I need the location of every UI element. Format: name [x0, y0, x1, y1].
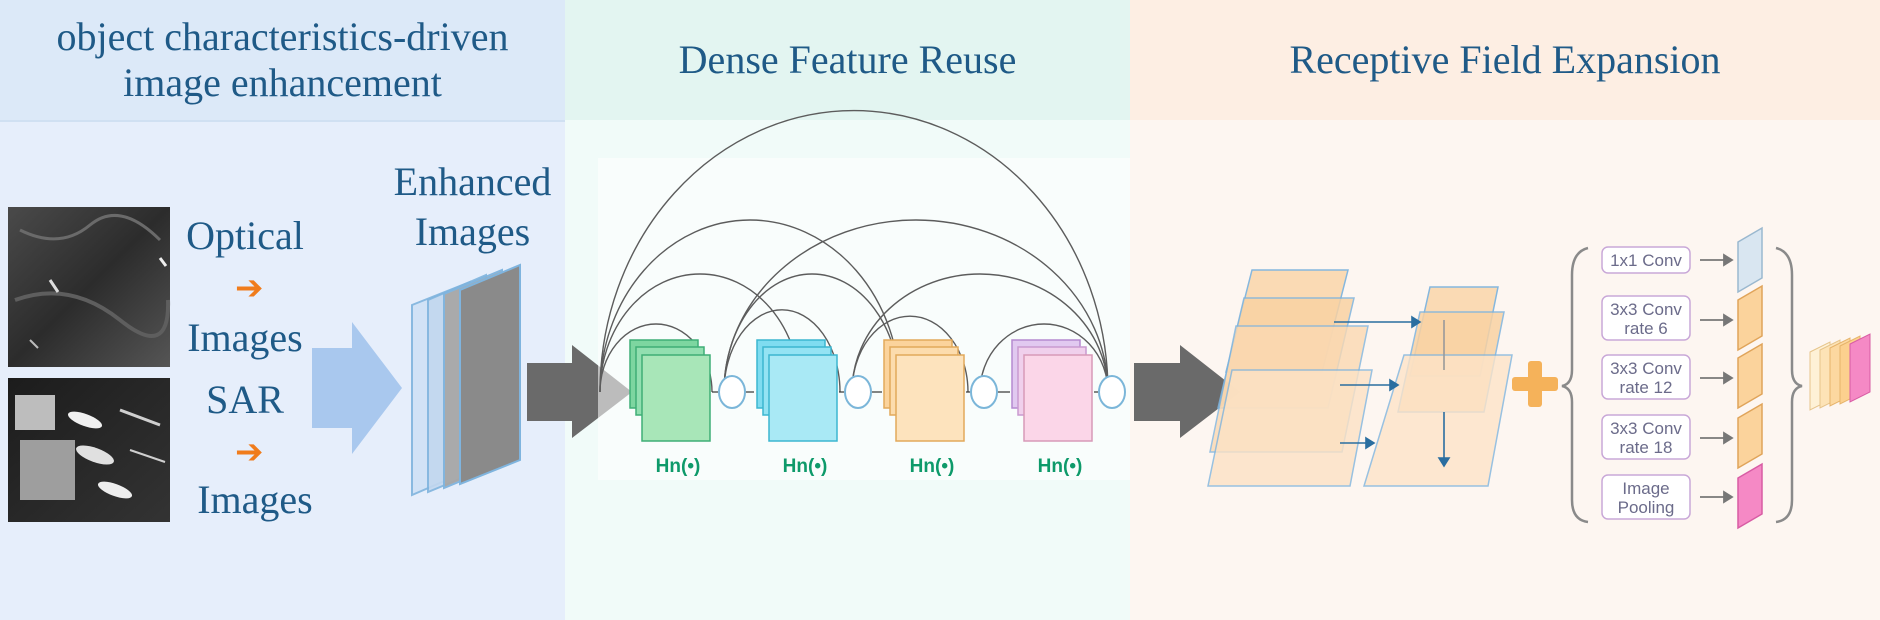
aspp-feature-2 — [1737, 284, 1763, 352]
feature-map-arrows — [1334, 315, 1451, 468]
enhanced-images-label: Images — [414, 209, 531, 254]
plus-icon — [1512, 361, 1558, 407]
dense-block-4 — [1011, 339, 1093, 442]
sar-images-label: Images — [197, 477, 313, 522]
dense-panel-title: Dense Feature Reuse — [565, 0, 1130, 120]
block-label-1: Hn(•) — [656, 456, 701, 477]
enhanced-image-stack — [411, 263, 521, 497]
sar-image — [8, 378, 170, 522]
dense-input-arrow-icon — [527, 345, 632, 438]
aspp-block-4: 3x3 Conv rate 18 — [1601, 414, 1691, 460]
aspp-feature-3 — [1737, 342, 1763, 410]
aspp-block-5-line1: Image — [1622, 479, 1669, 498]
concat-node-icon — [718, 375, 746, 409]
dense-skip-connections — [599, 109, 1109, 393]
feature-map-stack-large — [1207, 269, 1373, 487]
block-label-4: Hn(•) — [1038, 456, 1083, 477]
receptive-panel-title: Receptive Field Expansion — [1130, 0, 1880, 120]
sar-arrow-icon: ➔ — [235, 432, 264, 472]
aspp-block-1: 1x1 Conv — [1601, 246, 1691, 274]
aspp-arrows — [1700, 253, 1734, 504]
concat-node-icon — [844, 375, 872, 409]
aspp-block-3-line2: rate 12 — [1620, 378, 1673, 397]
concat-nodes — [718, 375, 1126, 409]
enhancement-title-line2: image enhancement — [123, 60, 442, 105]
input-arrow-icon — [312, 322, 402, 454]
dense-block-3 — [883, 339, 965, 442]
aspp-feature-4 — [1737, 402, 1763, 470]
dense-block-1 — [629, 339, 711, 442]
aspp-block-5: Image Pooling — [1601, 474, 1691, 520]
aspp-feature-1 — [1737, 226, 1763, 294]
aspp-block-3-line1: 3x3 Conv — [1610, 359, 1682, 378]
sar-label: SAR — [206, 377, 284, 422]
aspp-block-2-line1: 3x3 Conv — [1610, 300, 1682, 319]
concat-node-icon — [1098, 375, 1126, 409]
enhancement-title-line1: object characteristics-driven — [56, 14, 509, 59]
aspp-block-1-line1: 1x1 Conv — [1610, 251, 1682, 270]
aspp-block-5-line2: Pooling — [1618, 498, 1675, 517]
dense-block-2 — [756, 339, 838, 442]
aspp-block-4-line1: 3x3 Conv — [1610, 419, 1682, 438]
receptive-input-arrow-icon — [1134, 345, 1240, 438]
feature-map-stack-small — [1362, 286, 1513, 487]
aspp-output-stack — [1809, 333, 1871, 411]
block-label-2: Hn(•) — [783, 456, 828, 477]
block-label-3: Hn(•) — [910, 456, 955, 477]
aspp-block-4-line2: rate 18 — [1620, 438, 1673, 457]
right-brace-icon — [1775, 246, 1803, 524]
concat-node-icon — [970, 375, 998, 409]
aspp-block-3: 3x3 Conv rate 12 — [1601, 354, 1691, 400]
enhancement-panel-title: object characteristics-driven image enha… — [0, 0, 565, 122]
optical-images-label: Images — [187, 315, 303, 360]
optical-arrow-icon: ➔ — [235, 268, 264, 308]
aspp-feature-5 — [1737, 462, 1763, 530]
optical-image — [8, 207, 171, 367]
optical-label: Optical — [186, 213, 304, 258]
aspp-block-2-line2: rate 6 — [1624, 319, 1667, 338]
left-brace-icon — [1561, 246, 1589, 524]
enhanced-label: Enhanced — [393, 159, 552, 204]
aspp-block-2: 3x3 Conv rate 6 — [1601, 295, 1691, 341]
